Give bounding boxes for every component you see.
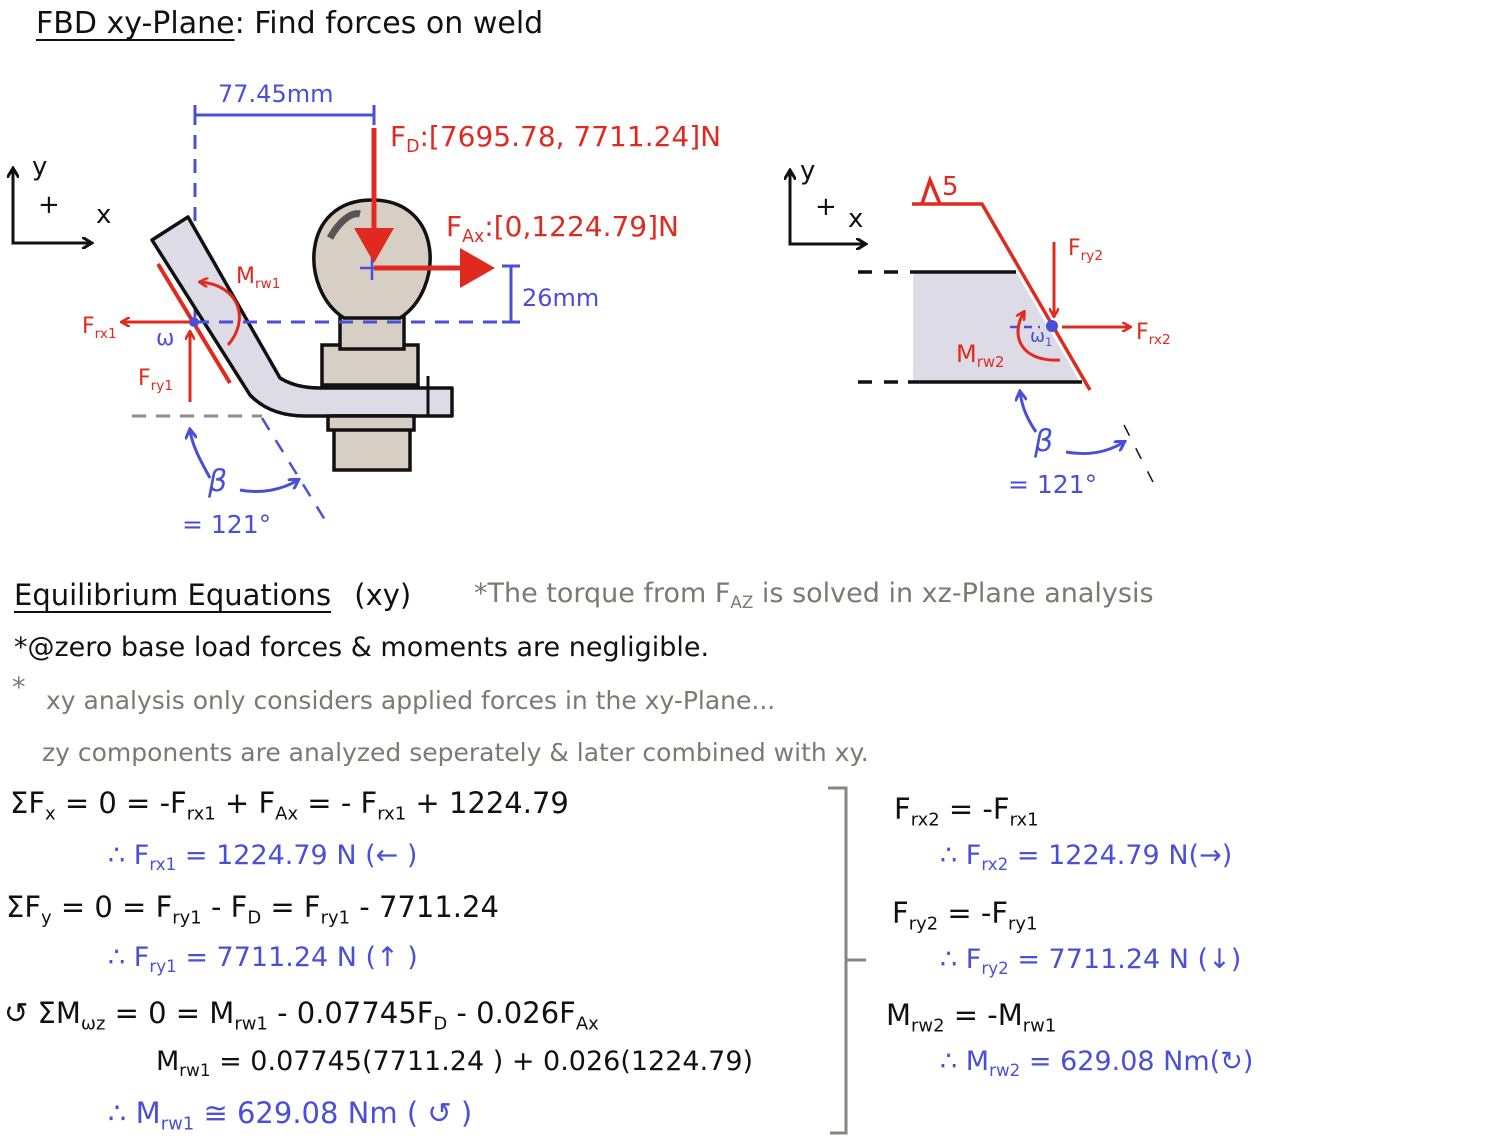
equation-sum-fy: ΣFy = 0 = Fry1 - FD = Fry1 - 7711.24 (6, 890, 499, 929)
angle-arrow-left-a-icon (190, 430, 212, 479)
weld-size-label: 5 (942, 172, 959, 202)
axis-label-x-right: x (848, 204, 864, 234)
title-underlined: FBD xy-Plane (36, 6, 235, 41)
angle-arrow-right-a-icon (1020, 392, 1038, 433)
moment-rw1-label: Mrw1 (236, 264, 281, 292)
angle-symbol-right: β (1034, 424, 1054, 459)
angle-value-right: = 121° (1008, 470, 1098, 499)
torque-note: *The torque from FAZ is solved in xz-Pla… (474, 578, 1154, 612)
moment-rw2-label: Mrw2 (956, 340, 1005, 372)
result-frx2: ∴ Frx2 = 1224.79 N(→) (940, 840, 1233, 874)
dimension-label-77mm: 77.45mm (218, 80, 334, 108)
weld-point-right-label: ω1 (1030, 326, 1053, 349)
axis-label-x-left: x (96, 200, 112, 230)
xy-note-line-1: xy analysis only considers applied force… (46, 686, 776, 715)
equation-sum-fx: ΣFx = 0 = -Frx1 + FAx = - Frx1 + 1224.79 (10, 786, 569, 825)
force-rx1-label: Frx1 (82, 314, 117, 342)
axis-sign-left: + (38, 190, 60, 220)
moment-rw1-arc-icon (200, 282, 241, 346)
force-ax-label: FAx:[0,1224.79]N (446, 210, 679, 248)
moment-rw2-arc-icon (1018, 312, 1061, 362)
xy-note-star: * (12, 672, 26, 703)
hitch-bracket-shape (150, 215, 454, 418)
angle-symbol-left: β (208, 464, 228, 499)
axes-right-icon (790, 170, 866, 244)
result-frx1: ∴ Frx1 = 1224.79 N (← ) (108, 840, 418, 874)
title-rest: : Find forces on weld (234, 6, 544, 41)
zero-load-note: *@zero base load forces & moments are ne… (14, 632, 710, 663)
equation-mrw2: Mrw2 = -Mrw1 (886, 998, 1057, 1037)
result-mrw1: ∴ Mrw1 ≅ 629.08 Nm ( ↺ ) (108, 1096, 473, 1135)
result-fry1: ∴ Fry1 = 7711.24 N (↑ ) (108, 942, 418, 976)
force-d-label: FD:[7695.78, 7711.24]N (390, 120, 722, 158)
dimension-line-vertical (195, 264, 520, 324)
force-ry1-label: Fry1 (138, 366, 173, 394)
force-rx2-label: Frx2 (1136, 320, 1171, 348)
axes-left-icon (13, 168, 92, 243)
axis-label-y-left: y (32, 152, 48, 182)
angle-line-right (1123, 424, 1157, 489)
xy-note-line-2: zy components are analyzed seperately & … (42, 738, 869, 767)
section-title: Equilibrium Equations (14, 578, 332, 612)
weld-point-right-icon (1046, 320, 1058, 332)
dimension-line-horizontal (193, 105, 376, 325)
plate-section-shape (913, 272, 1080, 382)
equation-mrw1-calc: Mrw1 = 0.07745(7711.24 ) + 0.026(1224.79… (156, 1046, 754, 1080)
equation-frx2: Frx2 = -Frx1 (894, 792, 1039, 831)
equation-fry2: Fry2 = -Fry1 (892, 896, 1038, 935)
section-heading: Equilibrium Equations (xy) (14, 578, 411, 612)
plate-edges (858, 270, 1082, 384)
angle-value-left: = 121° (182, 510, 272, 539)
weld-point-left-icon (189, 317, 199, 327)
section-plane: (xy) (354, 578, 412, 612)
angle-arrow-left-b-icon (239, 480, 298, 494)
force-ry2-label: Fry2 (1068, 236, 1103, 264)
dimension-label-26mm: 26mm (522, 284, 600, 312)
equation-group-bracket (828, 786, 866, 1135)
angle-arrow-right-b-icon (1065, 442, 1124, 456)
page-title: FBD xy-Plane: Find forces on weld (36, 6, 543, 41)
equation-sum-moment: ↺ ΣMωz = 0 = Mrw1 - 0.07745FD - 0.026FAx (4, 996, 599, 1035)
angle-line-left (260, 417, 332, 529)
hitch-ball-shape (312, 198, 432, 472)
axis-sign-right: + (815, 192, 837, 222)
axis-label-y-right: y (800, 156, 816, 186)
weld-point-left-label: ω (156, 326, 175, 351)
result-fry2: ∴ Fry2 = 7711.24 N (↓) (940, 944, 1242, 978)
result-mrw2: ∴ Mrw2 = 629.08 Nm(↻) (940, 1046, 1254, 1080)
